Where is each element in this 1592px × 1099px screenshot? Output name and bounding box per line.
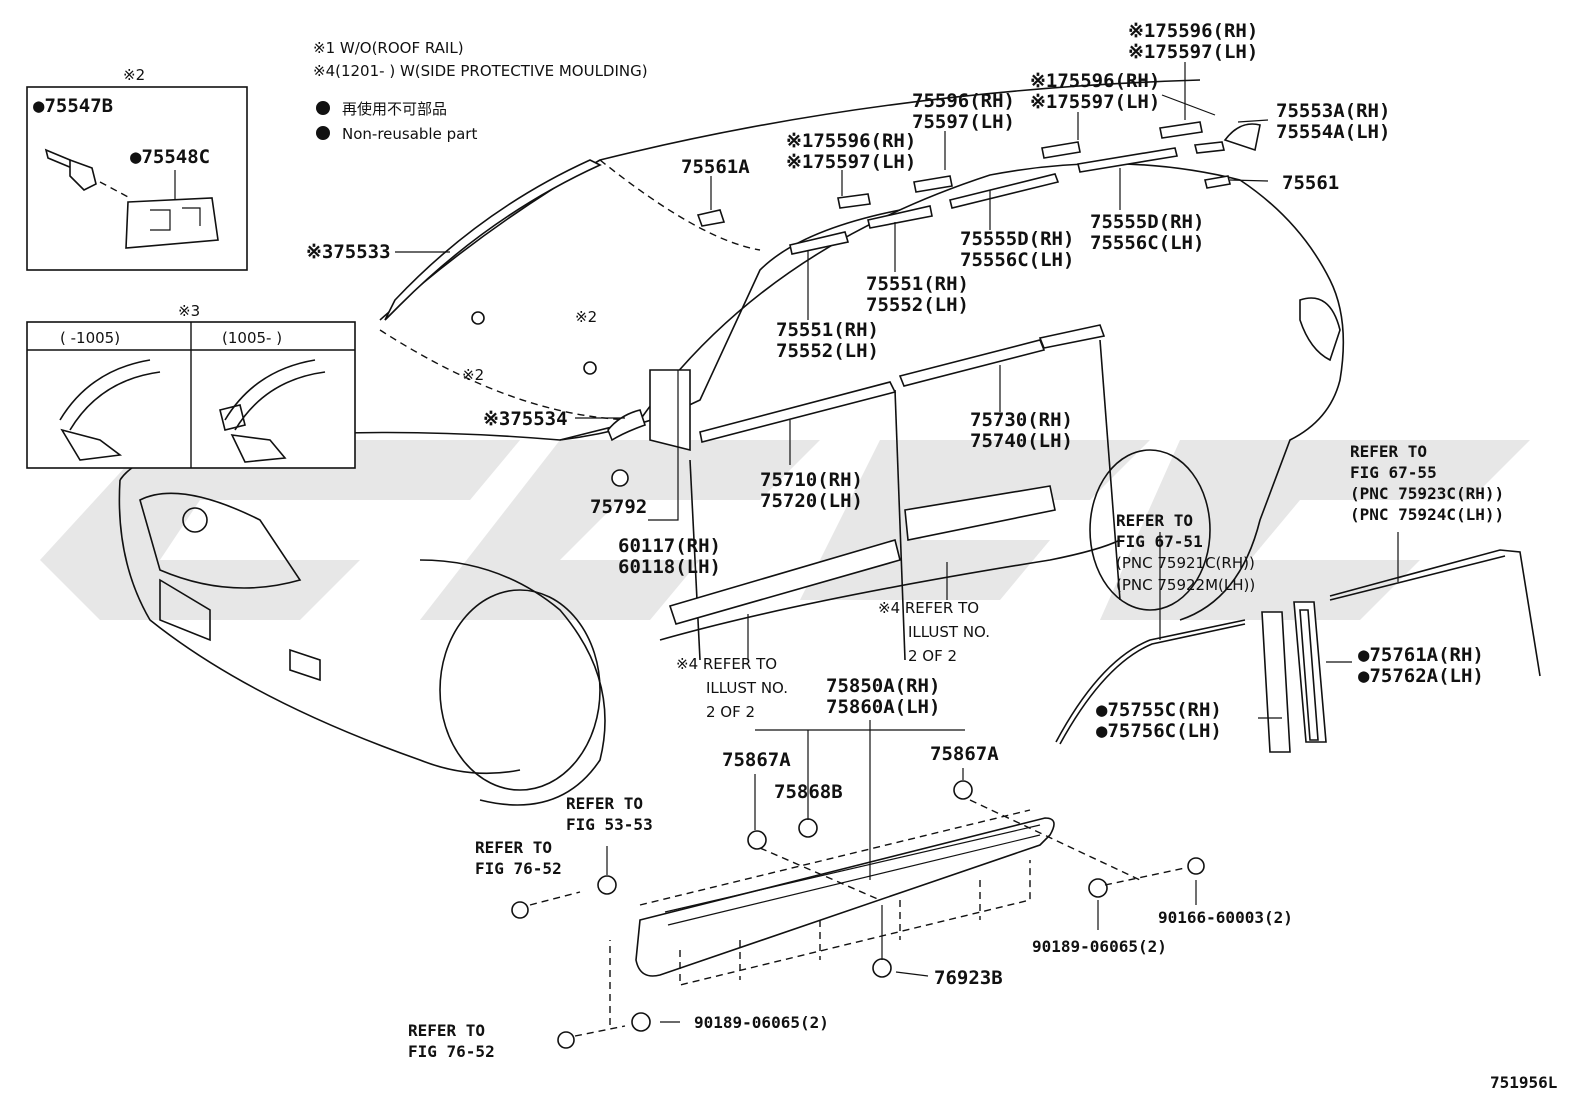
refer-note: REFER TO <box>1116 511 1193 530</box>
refer-note: FIG 76-52 <box>408 1042 495 1061</box>
star2-label: ※2 <box>575 308 597 326</box>
part-label: 75596(RH) <box>912 90 1015 112</box>
running-board <box>635 809 1055 986</box>
part-label: 90189-06065(2) <box>694 1013 829 1032</box>
refer-note: (PNC 75921C(RH)) <box>1116 554 1255 572</box>
refer-note: REFER TO <box>566 794 643 813</box>
part-label: 75561A <box>681 156 750 178</box>
part-label: 75553A(RH) <box>1276 100 1390 122</box>
refer-note: (PNC 75923C(RH)) <box>1350 484 1504 503</box>
refer-note: (PNC 75924C(LH)) <box>1350 505 1504 524</box>
part-label: 90166-60003(2) <box>1158 908 1293 927</box>
refer-note: ※4 REFER TO <box>878 599 979 617</box>
part-label: 75556C(LH) <box>960 249 1074 271</box>
part-label: 75710(RH) <box>760 469 863 491</box>
part-label: ※175596(RH) <box>1128 20 1258 42</box>
part-label: ●75761A(RH) <box>1358 644 1484 666</box>
part-label: 75860A(LH) <box>826 696 940 718</box>
vehicle-outline <box>118 79 1345 806</box>
part-label: 75555D(RH) <box>960 228 1074 250</box>
bullet-icon <box>316 126 330 140</box>
part-label: 75867A <box>930 743 999 765</box>
part-label: 75551(RH) <box>776 319 879 341</box>
refer-note: FIG 53-53 <box>566 815 653 834</box>
part-label: 75561 <box>1282 172 1339 194</box>
refer-note: 2 OF 2 <box>908 647 957 665</box>
refer-note: FIG 67-51 <box>1116 532 1203 551</box>
nonreuse-jp: 再使用不可部品 <box>342 100 447 118</box>
part-label: 90189-06065(2) <box>1032 937 1167 956</box>
inset3-col-left: ( -1005) <box>60 329 120 347</box>
refer-note: ILLUST NO. <box>908 623 990 641</box>
inset2-title: ※2 <box>123 66 145 84</box>
part-label: ※175596(RH) <box>1030 70 1160 92</box>
part-label: 75552(LH) <box>776 340 879 362</box>
part-label: ※375534 <box>483 408 568 430</box>
part-label: 75552(LH) <box>866 294 969 316</box>
part-label: 60118(LH) <box>618 556 721 578</box>
star2-label: ※2 <box>462 366 484 384</box>
refer-note: (PNC 75922M(LH)) <box>1116 576 1255 594</box>
part-label: 76923B <box>934 967 1003 989</box>
inset3-col-right: (1005- ) <box>222 329 282 347</box>
part-label: 75867A <box>722 749 791 771</box>
figure-id: 751956L <box>1490 1073 1557 1092</box>
part-label: 75850A(RH) <box>826 675 940 697</box>
part-label: 75555D(RH) <box>1090 211 1204 233</box>
refer-note: 2 OF 2 <box>706 703 755 721</box>
leader-lines <box>395 62 1399 1037</box>
part-label: 75597(LH) <box>912 111 1015 133</box>
refer-note: ILLUST NO. <box>706 679 788 697</box>
part-label: 75720(LH) <box>760 490 863 512</box>
part-label: ※175596(RH) <box>786 130 916 152</box>
part-label: ●75755C(RH) <box>1096 699 1222 721</box>
note-4: ※4(1201- ) W(SIDE PROTECTIVE MOULDING) <box>313 62 648 80</box>
roof-parts <box>384 121 1261 321</box>
part-label: ※175597(LH) <box>1128 41 1258 63</box>
part-label: 75868B <box>774 781 843 803</box>
refer-note: ※4 REFER TO <box>676 655 777 673</box>
part-label: ※375533 <box>306 241 391 263</box>
part-label: ●75547B <box>33 95 113 117</box>
note-1: ※1 W/O(ROOF RAIL) <box>313 39 464 57</box>
bullet-icon <box>316 101 330 115</box>
part-label: 75740(LH) <box>970 430 1073 452</box>
refer-note: FIG 76-52 <box>475 859 562 878</box>
part-label: 75554A(LH) <box>1276 121 1390 143</box>
part-label: ●75756C(LH) <box>1096 720 1222 742</box>
part-label: ※175597(LH) <box>1030 91 1160 113</box>
pillar-garnishes <box>1055 549 1541 753</box>
part-label: ●75762A(LH) <box>1358 665 1484 687</box>
part-label: ※175597(LH) <box>786 151 916 173</box>
refer-note: REFER TO <box>1350 442 1427 461</box>
refer-note: FIG 67-55 <box>1350 463 1437 482</box>
refer-note: REFER TO <box>408 1021 485 1040</box>
refer-note: REFER TO <box>475 838 552 857</box>
inset3-title: ※3 <box>178 302 200 320</box>
text-labels: ※1 W/O(ROOF RAIL) ※4(1201- ) W(SIDE PROT… <box>33 20 1557 1092</box>
nonreuse-en: Non-reusable part <box>342 125 477 143</box>
inset-box-3 <box>26 321 356 469</box>
inset-box-2 <box>26 86 248 271</box>
side-mouldings <box>607 324 1106 625</box>
part-label: ●75548C <box>130 146 210 168</box>
part-label: 75730(RH) <box>970 409 1073 431</box>
part-label: 75556C(LH) <box>1090 232 1204 254</box>
part-label: 60117(RH) <box>618 535 721 557</box>
part-label: 75792 <box>590 496 647 518</box>
part-label: 75551(RH) <box>866 273 969 295</box>
